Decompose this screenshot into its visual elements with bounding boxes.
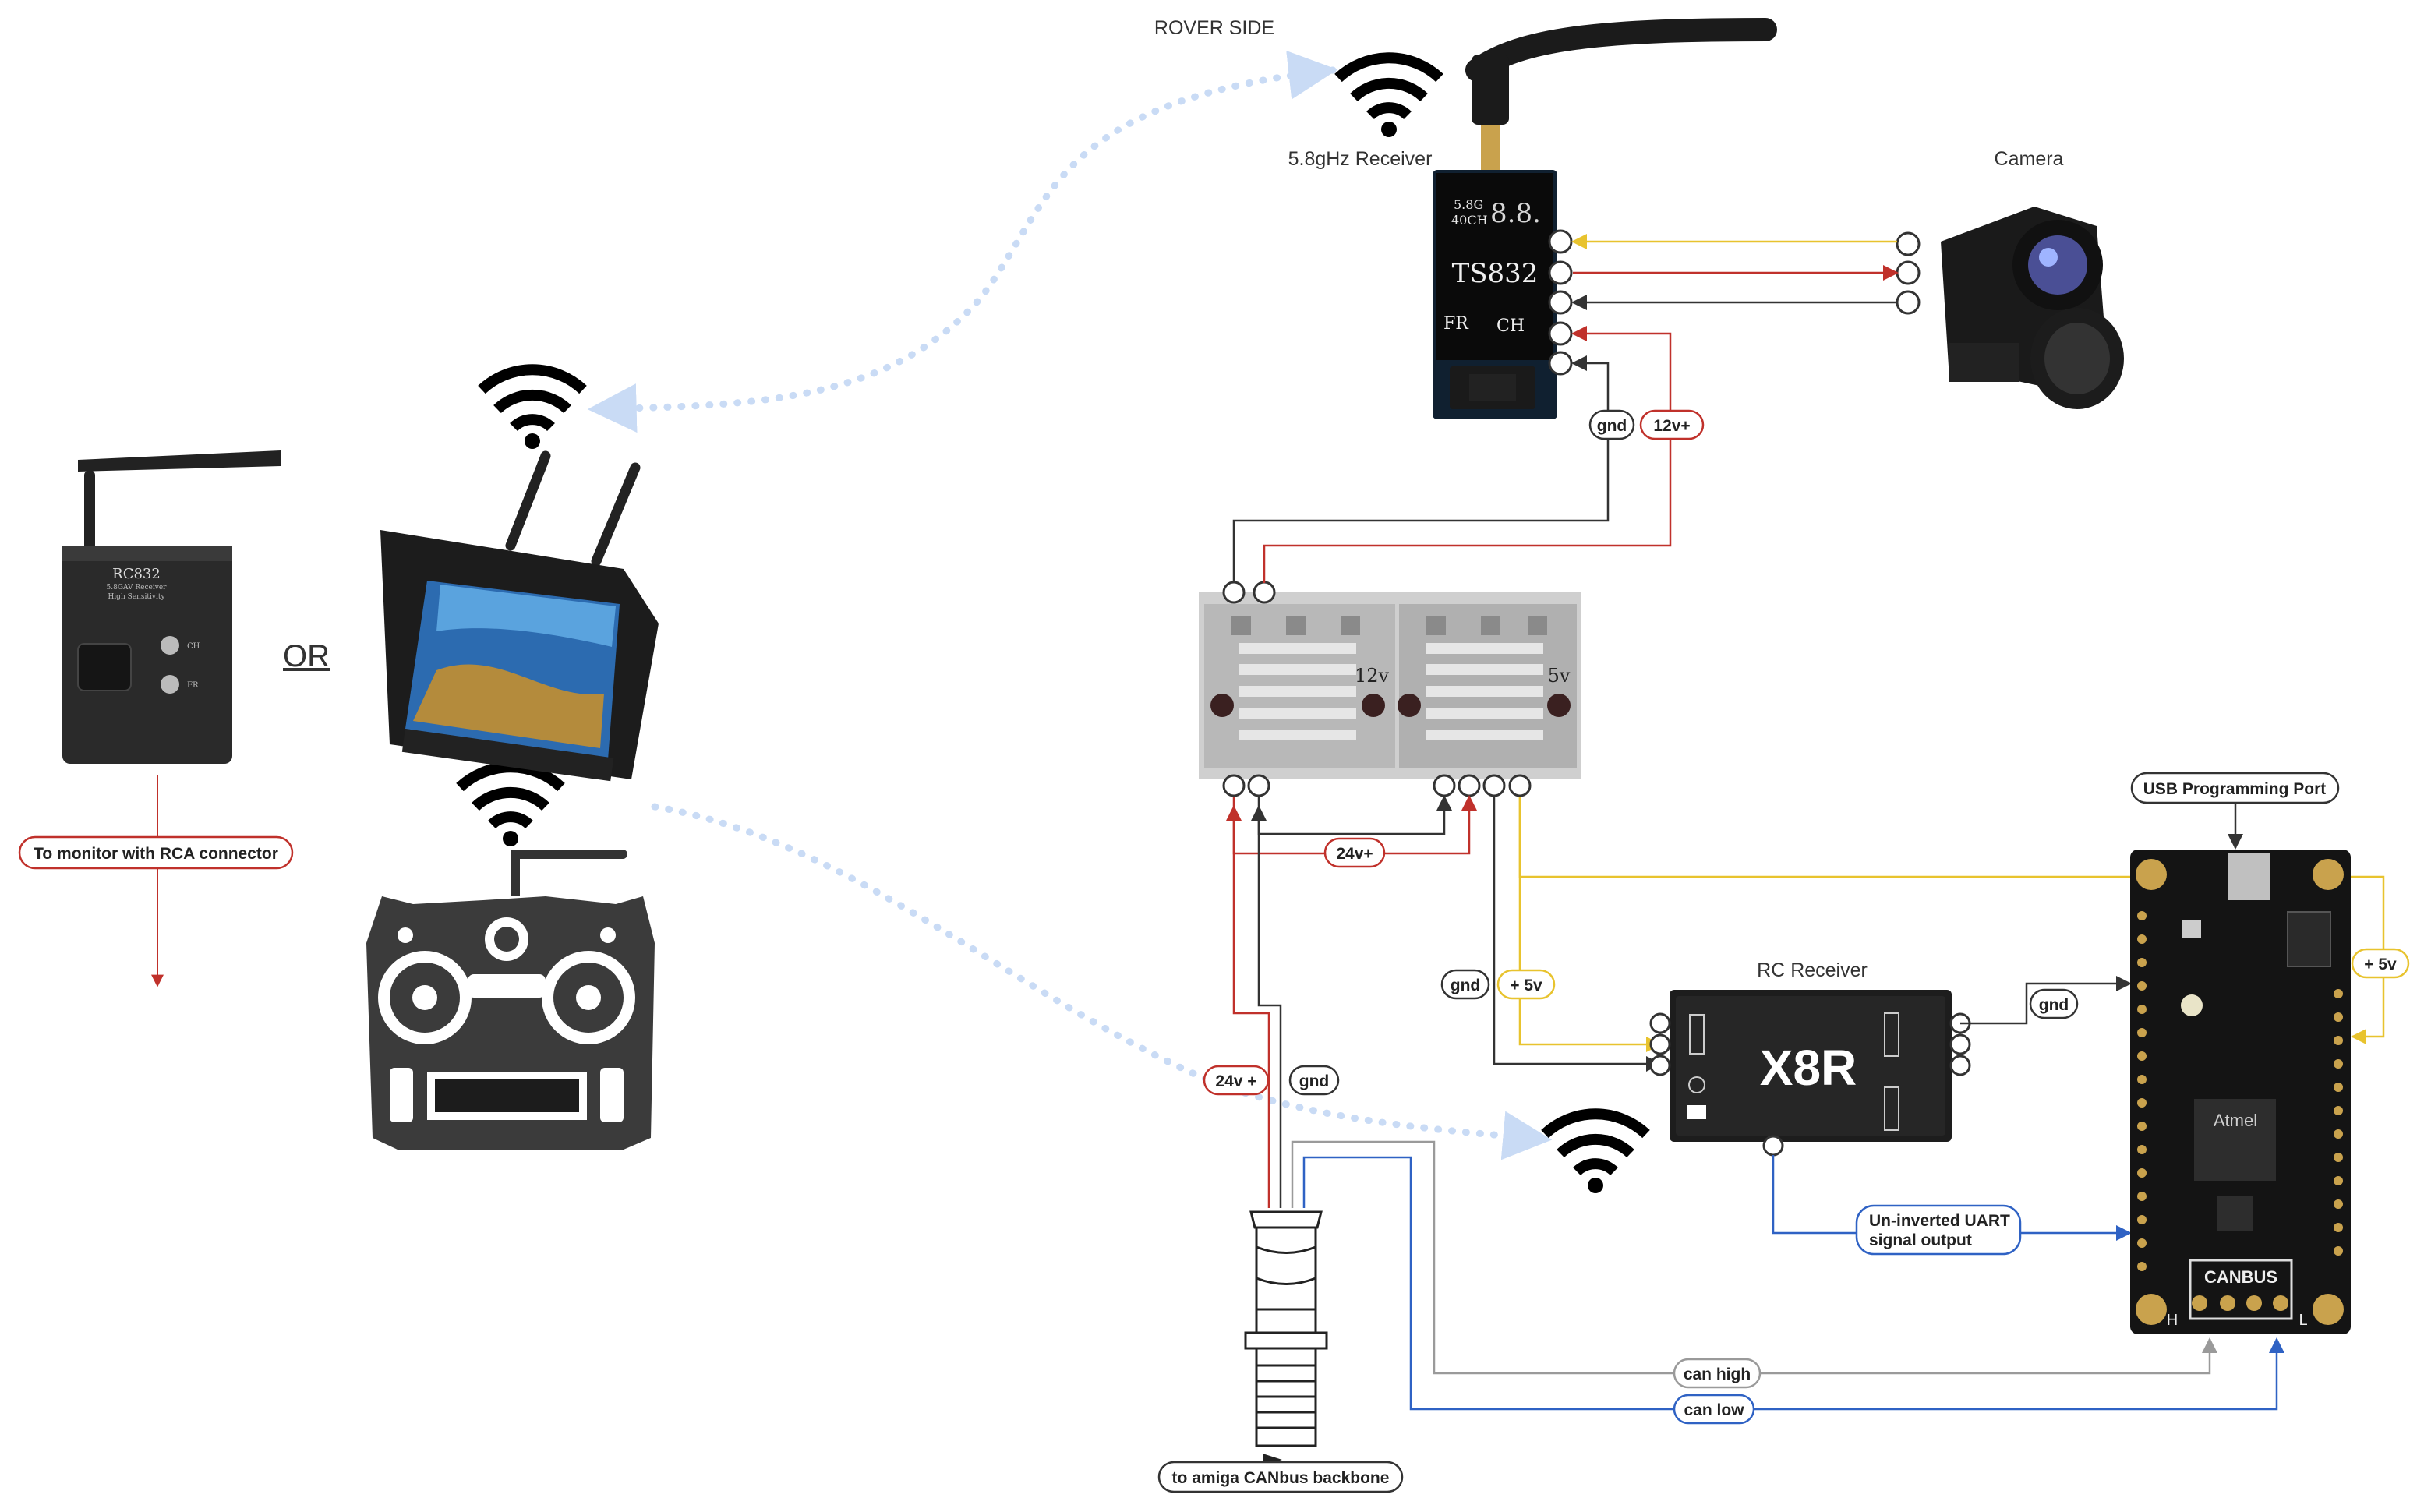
or-label: OR bbox=[283, 639, 330, 673]
ts832-fr-label: FR bbox=[1443, 314, 1469, 334]
svg-text:24v+: 24v+ bbox=[1336, 845, 1373, 863]
x8r-pins bbox=[1649, 1012, 1971, 1157]
feather-board: Atmel CANBUS H L bbox=[2130, 850, 2351, 1334]
can-high-wire bbox=[1291, 1140, 2217, 1375]
ts832-receiver: 5.8G 40CH 8.8. TS832 FR CH bbox=[1433, 18, 1777, 419]
converter-pins bbox=[1222, 581, 1532, 797]
svg-text:can low: can low bbox=[1684, 1401, 1744, 1419]
wifi-icon bbox=[1334, 52, 1443, 137]
svg-text:Un-inverted UART: Un-inverted UART bbox=[1869, 1212, 2010, 1230]
receiver-12v-wire bbox=[1263, 326, 1672, 583]
rc-receiver-title: RC Receiver bbox=[1757, 959, 1868, 981]
x8r-5v-wire bbox=[1518, 797, 1662, 1052]
ts832-ch-label: CH bbox=[1496, 316, 1525, 336]
svg-text:to amiga CANbus backbone: to amiga CANbus backbone bbox=[1172, 1469, 1390, 1487]
label-canbus-backbone: to amiga CANbus backbone bbox=[1157, 1461, 1404, 1493]
label-gnd-low: gnd bbox=[1288, 1065, 1340, 1096]
label-24v-low: 24v + bbox=[1203, 1065, 1270, 1096]
wireless-links bbox=[587, 50, 1553, 1160]
camera-pins bbox=[1896, 231, 1921, 315]
wireless-link-transmitter-rc bbox=[651, 803, 1553, 1160]
rc-transmitter bbox=[366, 850, 655, 1150]
rc832-sub1: 5.8GAV Receiver bbox=[107, 584, 168, 592]
feather-5v-wire bbox=[1518, 797, 2130, 878]
label-to-monitor: To monitor with RCA connector bbox=[18, 835, 294, 870]
wifi-icon bbox=[478, 364, 587, 449]
wifi-icon bbox=[1541, 1108, 1650, 1193]
antenna-icon bbox=[505, 450, 551, 551]
svg-text:+ 5v: + 5v bbox=[1510, 977, 1542, 994]
label-24v-mid: 24v+ bbox=[1323, 837, 1386, 868]
svg-text:gnd: gnd bbox=[1451, 977, 1480, 994]
ts832-model: TS832 bbox=[1452, 258, 1539, 289]
label-usb-port: USB Programming Port bbox=[2130, 772, 2340, 804]
ts832-band: 5.8G bbox=[1454, 197, 1483, 212]
svg-text:+ 5v: + 5v bbox=[2364, 956, 2397, 973]
camera bbox=[1941, 207, 2124, 409]
svg-text:can high: can high bbox=[1684, 1365, 1751, 1383]
rc832-fr-label: FR bbox=[187, 681, 199, 690]
svg-text:signal output: signal output bbox=[1869, 1231, 1972, 1249]
rc832-ch-label: CH bbox=[187, 642, 200, 651]
label-gnd-right: gnd bbox=[2029, 988, 2079, 1019]
converter-12v-label: 12v bbox=[1355, 665, 1390, 687]
svg-text:gnd: gnd bbox=[1597, 417, 1627, 435]
svg-text:24v +: 24v + bbox=[1215, 1072, 1256, 1090]
label-uart: Un-inverted UART signal output bbox=[1855, 1204, 2022, 1256]
feather-canbus-text: CANBUS bbox=[2204, 1267, 2277, 1287]
label-can-high: can high bbox=[1673, 1358, 1762, 1389]
camera-title: Camera bbox=[1995, 148, 2064, 170]
label-gnd-mid: gnd bbox=[1440, 969, 1490, 1000]
can-low-wire bbox=[1302, 1156, 2284, 1411]
label-5v-mid: + 5v bbox=[1496, 969, 1556, 1000]
svg-text:gnd: gnd bbox=[1299, 1072, 1329, 1090]
ts832-display: 8.8. bbox=[1490, 198, 1541, 229]
antenna-icon bbox=[591, 462, 641, 567]
x8r-ground-wire bbox=[1493, 797, 1662, 1072]
svg-text:gnd: gnd bbox=[2039, 996, 2069, 1014]
x8r-logo: X8R bbox=[1760, 1040, 1857, 1096]
antenna-icon bbox=[1465, 18, 1777, 82]
converter-gnd-bridge bbox=[1257, 795, 1452, 835]
svg-text:To monitor with RCA connector: To monitor with RCA connector bbox=[34, 845, 278, 863]
rc832-model: RC832 bbox=[112, 566, 161, 582]
connector-gnd-wire bbox=[1251, 805, 1282, 1208]
label-can-low: can low bbox=[1673, 1394, 1755, 1425]
x8r-receiver: X8R bbox=[1670, 990, 1952, 1142]
connector-24v-wire bbox=[1226, 805, 1270, 1208]
feather-h-text: H bbox=[2167, 1312, 2178, 1329]
converter-5v-label: 5v bbox=[1548, 665, 1571, 687]
wifi-icon bbox=[456, 761, 565, 846]
feather-atmel-text: Atmel bbox=[2214, 1111, 2257, 1130]
voltage-converters: 12v 5v bbox=[1199, 592, 1581, 779]
svg-text:12v+: 12v+ bbox=[1653, 417, 1690, 435]
label-12v: 12v+ bbox=[1639, 409, 1705, 440]
can-connector bbox=[1244, 1210, 1328, 1447]
rc832-receiver: RC832 5.8GAV Receiver High Sensitivity C… bbox=[62, 450, 281, 764]
feather-l-text: L bbox=[2299, 1312, 2307, 1329]
wireless-link-receiver-monitor bbox=[587, 50, 1338, 433]
receiver-title: 5.8gHz Receiver bbox=[1288, 148, 1433, 170]
ts832-ch-count: 40CH bbox=[1451, 213, 1488, 228]
fpv-monitor bbox=[380, 450, 659, 782]
rover-side-title: ROVER SIDE bbox=[1154, 17, 1274, 39]
label-5v-right: + 5v bbox=[2351, 948, 2410, 979]
receiver-ground-wire bbox=[1232, 355, 1610, 583]
rc832-sub2: High Sensitivity bbox=[108, 593, 165, 601]
feather-ground-wire bbox=[1960, 976, 2132, 1025]
label-gnd-top: gnd bbox=[1588, 409, 1635, 440]
svg-text:USB Programming Port: USB Programming Port bbox=[2143, 780, 2327, 798]
